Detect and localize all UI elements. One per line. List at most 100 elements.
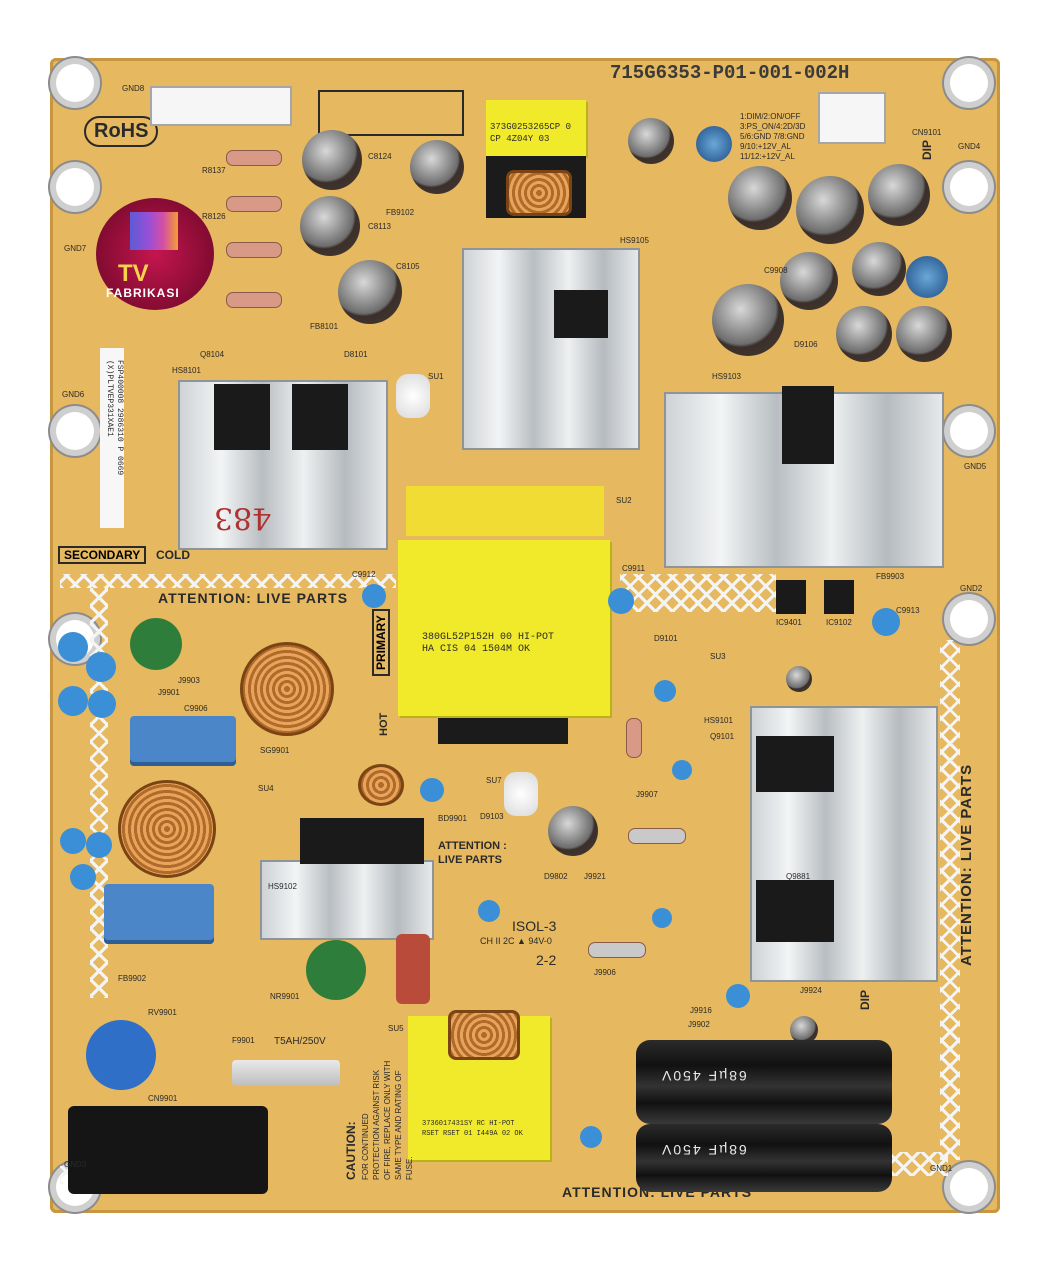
capacitor-c9911-bank-2 — [796, 176, 864, 244]
ref-j9901: J9901 — [158, 688, 180, 697]
watermark-logo-building — [130, 212, 178, 250]
ref-d8101: D8101 — [344, 350, 368, 359]
isolation-border-right-mid — [620, 574, 776, 612]
marking-22: 2-2 — [536, 952, 557, 968]
ref-hs8101: HS8101 — [172, 366, 201, 375]
bridge-rectifier-bd9901 — [300, 818, 424, 864]
bulk-capacitor-bottom-label: 68µF 450V — [660, 1142, 747, 1158]
ref-c9912: C9912 — [352, 570, 376, 579]
ref-ic9401: IC9401 — [776, 618, 802, 627]
varistor-rv9901 — [86, 1020, 156, 1090]
cold-label: COLD — [156, 548, 190, 562]
bulk-capacitor-top — [636, 1040, 892, 1124]
id-sticker-line1: (X)PLTVEP331XAE1 — [105, 360, 114, 437]
transformer-top-label-1: 373G0253265CP 0 — [490, 122, 572, 132]
mounting-hole-left-1 — [56, 168, 94, 206]
capacitor-l9102-small — [696, 126, 732, 162]
ref-cn9901: CN9901 — [148, 1094, 178, 1103]
ref-d9106: D9106 — [794, 340, 818, 349]
handwritten-mark: 483 — [214, 500, 272, 535]
id-sticker — [100, 348, 124, 528]
ref-gnd4: GND4 — [958, 142, 981, 151]
connector-pin-legend: 1:DIM/2:ON/OFF 3:PS_ON/4:2D/3D 5/6:GND 7… — [740, 112, 806, 161]
ref-j9907: J9907 — [636, 790, 658, 799]
resistor-r9104 — [626, 718, 642, 758]
standoff-su7 — [504, 772, 538, 816]
y-capacitor-7 — [70, 864, 96, 890]
ref-c9906: C9906 — [184, 704, 208, 713]
attention-center-1: ATTENTION : — [438, 840, 507, 852]
ref-c8124: C8124 — [368, 152, 392, 161]
transistor-d8101 — [292, 384, 348, 450]
ref-hs9105: HS9105 — [620, 236, 649, 245]
ref-j9924: J9924 — [800, 986, 822, 995]
ref-gnd1: GND1 — [930, 1164, 953, 1173]
ref-sg9901: SG9901 — [260, 746, 290, 755]
ref-j9906: J9906 — [594, 968, 616, 977]
y-capacitor-c9119 — [672, 760, 692, 780]
ref-c9913: C9913 — [896, 606, 920, 615]
ref-su5: SU5 — [388, 1024, 404, 1033]
y-capacitor-5 — [60, 828, 86, 854]
ref-su3: SU3 — [710, 652, 726, 661]
watermark-line2: FABRIKASI — [106, 286, 180, 300]
standoff-su1 — [396, 374, 430, 418]
resistor-r8137 — [226, 150, 282, 166]
x-capacitor-c9906 — [130, 716, 236, 766]
marking-isol: ISOL-3 — [512, 918, 557, 934]
transformer-top-winding — [506, 170, 572, 216]
capacitor-c9908-bank-3 — [906, 256, 948, 298]
ref-gnd7: GND7 — [64, 244, 87, 253]
dip-label-top: DIP — [920, 139, 934, 160]
heatsink-hs8101 — [178, 380, 388, 550]
common-mode-choke-l9902 — [240, 642, 334, 736]
main-transformer-core-bottom — [438, 718, 568, 744]
capacitor-c9911-bank-3 — [868, 164, 930, 226]
capacitor-c8112 — [410, 140, 464, 194]
transistor-q8104 — [214, 384, 270, 450]
ref-hs9101: HS9101 — [704, 716, 733, 725]
power-inlet-cn9901 — [68, 1106, 268, 1194]
capacitor-c9402 — [790, 1016, 818, 1044]
main-transformer-pins — [406, 486, 604, 536]
capacitor-c9908-bank-2 — [852, 242, 906, 296]
capacitor-c9111-small — [628, 118, 674, 164]
capacitor-c9908-bank-5 — [836, 306, 892, 362]
ref-hs9102: HS9102 — [268, 882, 297, 891]
mounting-hole-left-2 — [56, 412, 94, 450]
ref-r8137: R8137 — [202, 166, 226, 175]
y-capacitor-c9114 — [580, 1126, 602, 1148]
transistor-d9105 — [554, 290, 608, 338]
connector-top-right — [818, 92, 886, 144]
header-outline — [318, 90, 464, 136]
capacitor-c8105 — [338, 260, 402, 324]
capacitor-c9908-bank-1 — [780, 252, 838, 310]
resistor-r8136 — [226, 196, 282, 212]
y-capacitor-4 — [88, 690, 116, 718]
ref-gnd5: GND5 — [964, 462, 987, 471]
watermark-logo: TV FABRIKASI — [96, 198, 214, 310]
rohs-label: RoHS — [84, 116, 159, 147]
ref-su2: SU2 — [616, 496, 632, 505]
mounting-hole-right-2 — [950, 412, 988, 450]
y-capacitor-c9913 — [872, 608, 900, 636]
ref-gnd6: GND6 — [62, 390, 85, 399]
ntc-sg9902 — [130, 618, 182, 670]
ref-nr9901: NR9901 — [270, 992, 300, 1001]
attention-top: ATTENTION: LIVE PARTS — [158, 590, 349, 606]
y-capacitor-c9803 — [726, 984, 750, 1008]
ref-su7: SU7 — [486, 776, 502, 785]
capacitor-c8113 — [300, 196, 360, 256]
ref-fb9102: FB9102 — [386, 208, 415, 217]
transistor-d9106 — [782, 386, 834, 464]
x-capacitor-c9905 — [104, 884, 214, 944]
optocoupler-ic9401 — [776, 580, 806, 614]
capacitor-c8124 — [302, 130, 362, 190]
main-transformer-label-2: HA CIS 04 1504M OK — [422, 644, 531, 655]
ref-j9921: J9921 — [584, 872, 606, 881]
ref-d9101: D9101 — [654, 634, 678, 643]
ref-gnd2: GND2 — [960, 584, 983, 593]
transistor-q9881 — [756, 880, 834, 942]
mounting-hole-right-1 — [950, 168, 988, 206]
heatsink-hs9102 — [260, 860, 434, 940]
